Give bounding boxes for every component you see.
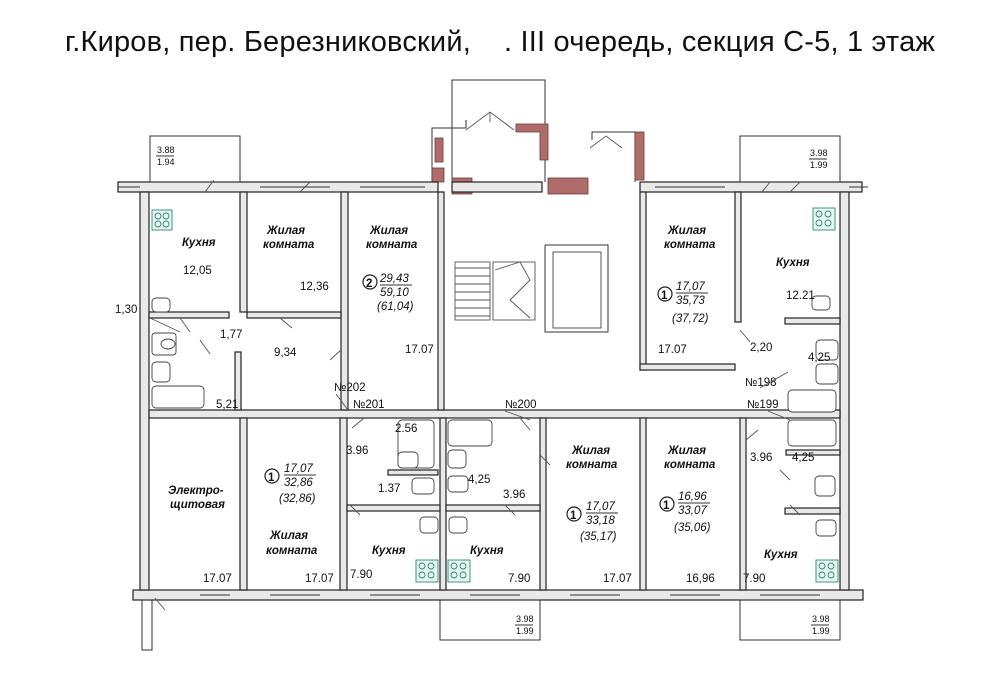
living-area: 17,07 [676, 281, 705, 293]
room-kitchen-tl: Кухня [182, 237, 216, 249]
rooms-count-badge [659, 496, 675, 512]
rooms-count: 1 [663, 500, 670, 512]
area-living-bcr: 16,96 [686, 573, 715, 585]
room-living-tc-line1: Жилая [369, 225, 408, 237]
area-bath-br: 4,25 [792, 452, 814, 464]
area-1-37: 1.37 [378, 483, 400, 495]
area-hall-bc: 3.96 [503, 489, 525, 501]
apartment-info-bcr: 1 16,96 33,07 (35,06) [659, 491, 711, 534]
room-electro-line2: щитовая [170, 499, 225, 511]
interior-walls [148, 191, 841, 591]
total-area: 35,73 [676, 295, 705, 307]
rooms-count: 1 [661, 290, 668, 302]
area-electro: 17.07 [203, 573, 232, 585]
leader-lines [149, 317, 791, 421]
plan-title: г.Киров, пер. Березниковский, . III очер… [64, 26, 936, 58]
rooms-count-badge [657, 286, 673, 302]
area-hall-bl: 3.96 [346, 445, 368, 457]
total-area: 33,18 [586, 515, 615, 527]
balcony-dim-bc-a: 3.98 [516, 614, 534, 624]
area-living-tr: 17.07 [658, 344, 687, 356]
total-area: 59,10 [380, 287, 409, 299]
apt-number-202: №202 [334, 382, 366, 394]
apartment-info-bc: 1 17,07 33,18 (35,17) [566, 501, 618, 543]
apt-number-199: №199 [747, 399, 779, 411]
rooms-count-badge [566, 506, 582, 522]
entrance-block [431, 79, 645, 195]
balcony-dim-tr-b: 1.99 [810, 160, 828, 170]
area-bath-tr: 4,25 [808, 352, 830, 364]
apt-number-198: №198 [745, 377, 777, 389]
balcony-dim-br-b: 1.99 [812, 626, 830, 636]
room-living-tc-line2: комната [366, 239, 418, 251]
room-living-bc-line2: комната [566, 459, 618, 471]
rooms-count: 1 [570, 510, 577, 522]
rooms-count-badge [362, 274, 378, 290]
apartment-info-bl: 1 17,07 32,86 (32,86) [264, 463, 316, 505]
room-kitchen-b1: Кухня [372, 545, 406, 557]
room-living-tr-line1: Жилая [667, 225, 706, 237]
area-kitchen-tr: 12.21 [786, 290, 815, 302]
windows [200, 186, 820, 596]
room-kitchen-br: Кухня [764, 549, 798, 561]
living-area: 16,96 [678, 491, 707, 503]
total-area: 32,86 [284, 477, 313, 489]
area-2-20: 2,20 [750, 342, 772, 354]
room-living-tl-line1: Жилая [266, 225, 305, 237]
area-bath-bc: 4,25 [468, 474, 490, 486]
room-living-bl-line2: комната [266, 545, 318, 557]
apartment-info-tc: 2 29,43 59,10 (61,04) [362, 273, 414, 313]
total-area-with-balcony: (37,72) [672, 313, 709, 325]
area-1-30: 1,30 [115, 304, 137, 316]
total-area-with-balcony: (35,17) [580, 531, 617, 543]
area-2-56: 2.56 [395, 423, 417, 435]
room-electro-line1: Электро- [168, 485, 224, 497]
rooms-count-badge [264, 468, 280, 484]
balcony-dim-tl-a: 3.88 [157, 145, 175, 155]
room-living-tr-line2: комната [664, 239, 716, 251]
rooms-count: 2 [366, 278, 372, 290]
area-living-bc: 17.07 [603, 573, 632, 585]
partition-red-1 [515, 123, 549, 161]
door-swings [154, 179, 801, 611]
balcony-dim-bc-b: 1.99 [516, 626, 534, 636]
room-kitchen-tr: Кухня [776, 257, 810, 269]
area-kitchen-b1: 7.90 [350, 569, 372, 581]
plumbing-fixtures [151, 207, 839, 583]
room-living-bl-line1: Жилая [269, 530, 308, 542]
apartment-info-tr: 1 17,07 35,73 (37,72) [657, 281, 709, 325]
balcony-dim-tr-a: 3.98 [810, 148, 828, 158]
room-living-bcr-line1: Жилая [667, 445, 706, 457]
exterior-walls [117, 181, 868, 601]
apt-number-201: №201 [353, 399, 385, 411]
balcony-dim-br-a: 3.98 [812, 614, 830, 624]
balconies [141, 135, 841, 651]
room-kitchen-b2: Кухня [470, 545, 504, 557]
area-living-tc: 17.07 [405, 344, 434, 356]
living-area: 29,43 [379, 273, 409, 285]
room-living-tl-line2: комната [263, 239, 315, 251]
area-bath-tl: 5,21 [216, 399, 238, 411]
area-kitchen-tl: 12,05 [183, 265, 212, 277]
rooms-count: 1 [268, 472, 275, 484]
area-hall-tl: 9,34 [274, 347, 297, 359]
area-hall-br: 3.96 [750, 452, 772, 464]
balcony-dim-tl-b: 1.94 [157, 157, 175, 167]
area-living-tl: 12,36 [300, 281, 329, 293]
room-living-bc-line1: Жилая [571, 445, 610, 457]
apt-number-200: №200 [505, 399, 537, 411]
total-area: 33,07 [678, 505, 707, 517]
living-area: 17,07 [586, 501, 615, 513]
total-area-with-balcony: (32,86) [279, 493, 316, 505]
room-living-bcr-line2: комната [664, 459, 716, 471]
total-area-with-balcony: (61,04) [377, 301, 414, 313]
living-area: 17,07 [284, 463, 313, 475]
area-kitchen-b2: 7.90 [508, 573, 530, 585]
area-1-77: 1,77 [220, 329, 242, 341]
area-living-bl: 17.07 [305, 573, 334, 585]
area-kitchen-br: 7.90 [743, 573, 765, 585]
total-area-with-balcony: (35,06) [674, 522, 711, 534]
stairwell [454, 244, 609, 333]
